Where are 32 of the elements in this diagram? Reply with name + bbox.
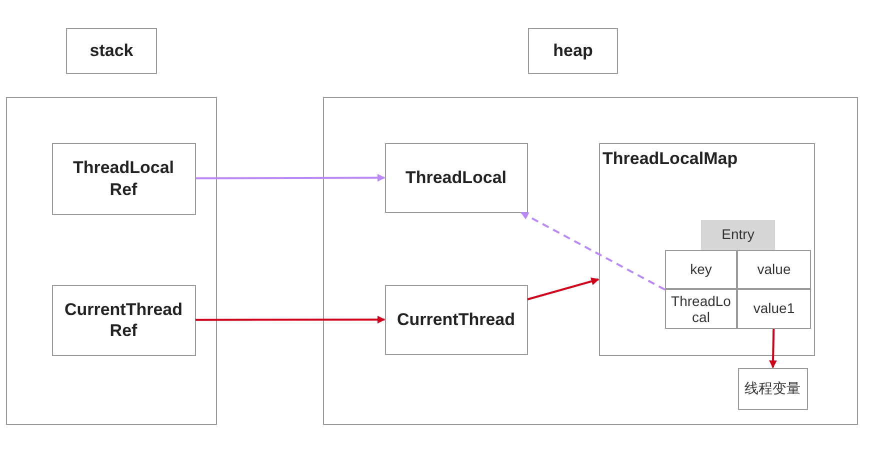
object-box xyxy=(52,142,196,214)
node-label: ThreadLocalMap xyxy=(602,148,738,169)
memory-panel xyxy=(6,97,217,425)
cell-text: Entry xyxy=(722,226,754,244)
cell-text: value xyxy=(757,260,791,278)
table-cell xyxy=(737,289,811,329)
section-label-box xyxy=(528,28,618,74)
map-box xyxy=(598,142,814,356)
cell-text: key xyxy=(690,260,712,278)
cell-text: value1 xyxy=(753,300,795,318)
arrow xyxy=(527,278,600,300)
object-box xyxy=(384,142,528,212)
arrow xyxy=(520,212,666,291)
node-label: heap xyxy=(553,40,593,62)
cell-text: ThreadLocal xyxy=(670,292,732,326)
table-cell xyxy=(737,250,811,289)
object-box xyxy=(384,284,528,354)
arrow xyxy=(196,174,386,182)
node-label: stack xyxy=(90,40,134,62)
table-cell xyxy=(738,368,808,410)
arrow xyxy=(196,316,386,324)
arrow xyxy=(769,328,778,368)
node-label: CurrentThread Ref xyxy=(63,298,184,342)
node-label: ThreadLocal Ref xyxy=(72,157,176,200)
object-box xyxy=(52,284,196,356)
entry-header xyxy=(701,220,775,250)
memory-panel xyxy=(323,97,858,425)
cell-text: 线程变量 xyxy=(744,380,800,398)
section-label-box xyxy=(66,28,157,74)
node-label: ThreadLocal xyxy=(405,166,507,188)
node-label: CurrentThread xyxy=(396,308,516,330)
table-cell xyxy=(665,250,737,289)
